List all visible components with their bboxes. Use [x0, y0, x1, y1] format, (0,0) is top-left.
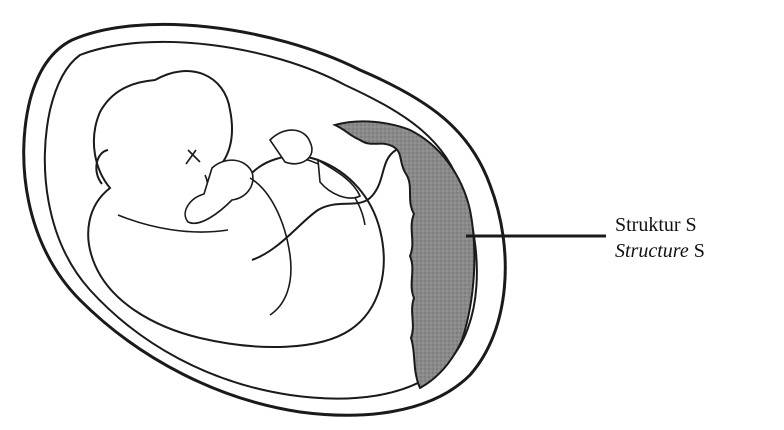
label-english-italic: Structure — [615, 240, 689, 262]
fetus-body — [88, 71, 384, 347]
label-english: Structure S — [615, 238, 705, 264]
label-english-suffix: S — [689, 240, 705, 262]
label-malay: Struktur S — [615, 212, 705, 238]
structure-s-label: Struktur S Structure S — [615, 212, 705, 264]
